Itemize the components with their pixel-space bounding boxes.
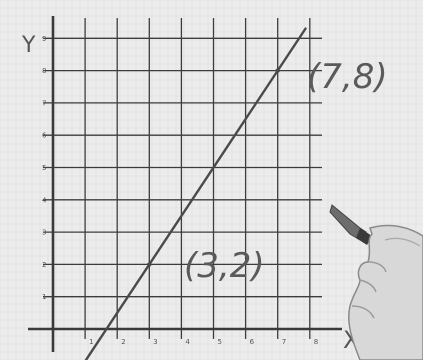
series-line <box>84 27 307 360</box>
x-tick-label-1: 1 <box>89 338 93 346</box>
series-group <box>84 27 307 360</box>
y-tick-label-2: 2 <box>42 261 46 269</box>
y-tick-label-9: 9 <box>42 35 46 43</box>
grid <box>43 18 322 339</box>
tick-labels: 1 2 3 4 5 6 7 8 1 2 3 4 5 6 7 8 9 <box>42 35 318 346</box>
y-tick-label-3: 3 <box>42 229 46 237</box>
point-label-7-8: (7,8) <box>307 57 388 97</box>
data-point-3-2 <box>147 262 152 267</box>
x-tick-label-7: 7 <box>282 338 286 346</box>
y-tick-label-1: 1 <box>42 293 46 301</box>
y-tick-label-8: 8 <box>42 67 46 75</box>
x-tick-label-2: 2 <box>121 338 125 346</box>
y-tick-label-6: 6 <box>42 132 47 140</box>
y-tick-label-5: 5 <box>42 164 46 172</box>
axes <box>28 16 342 352</box>
y-tick-label-7: 7 <box>42 99 46 107</box>
hand-holding-pen-icon <box>329 204 423 360</box>
x-tick-label-6: 6 <box>250 338 255 346</box>
y-tick-label-4: 4 <box>42 196 47 204</box>
x-tick-label-4: 4 <box>185 338 190 346</box>
y-axis-label: Y <box>21 33 36 58</box>
x-tick-label-3: 3 <box>153 338 157 346</box>
point-label-3-2: (3,2) <box>184 246 265 286</box>
x-tick-label-5: 5 <box>218 338 222 346</box>
data-point-7-8 <box>275 68 280 73</box>
x-tick-label-8: 8 <box>314 338 318 346</box>
